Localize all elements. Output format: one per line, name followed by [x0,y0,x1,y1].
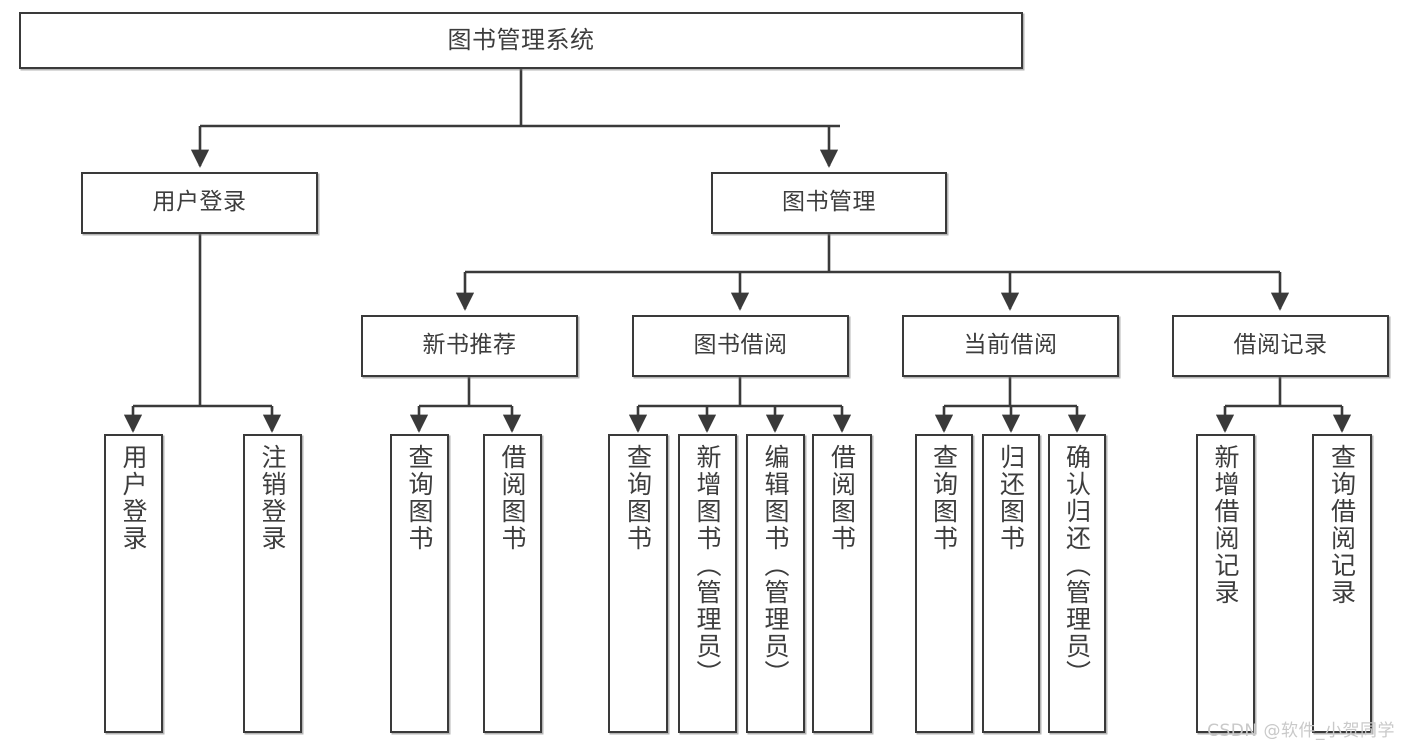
leaf-borrow-add-book-admin[interactable]: 新增图书（管理员） [678,434,737,733]
node-label: 查询图书 [623,444,653,552]
node-system-root[interactable]: 图书管理系统 [19,12,1023,69]
leaf-borrow-borrow-book[interactable]: 借阅图书 [812,434,872,733]
node-label: 新书推荐 [422,332,517,359]
node-label: 图书管理系统 [447,26,595,55]
node-label: 新增图书（管理员） [693,444,722,687]
node-label: 借阅记录 [1233,332,1328,359]
node-label: 用户登录 [119,444,148,552]
leaf-borrow-edit-book-admin[interactable]: 编辑图书（管理员） [746,434,805,733]
node-label: 借阅图书 [498,444,527,552]
node-book-borrow[interactable]: 图书借阅 [632,315,849,377]
node-label: 查询图书 [929,444,959,552]
leaf-borrow-query-book[interactable]: 查询图书 [608,434,668,733]
leaf-recommend-borrow-book[interactable]: 借阅图书 [483,434,542,733]
node-label: 借阅图书 [827,444,857,552]
node-label: 归还图书 [996,444,1026,552]
node-new-book-recommend[interactable]: 新书推荐 [361,315,578,377]
leaf-user-login-signout[interactable]: 注销登录 [243,434,302,733]
node-label: 图书管理 [782,189,876,216]
node-borrow-record[interactable]: 借阅记录 [1172,315,1389,377]
node-label: 查询借阅记录 [1327,444,1357,606]
node-label: 图书借阅 [693,332,788,359]
leaf-user-login-signin[interactable]: 用户登录 [104,434,163,733]
leaf-current-confirm-return-admin[interactable]: 确认归还（管理员） [1048,434,1106,733]
leaf-recommend-query-book[interactable]: 查询图书 [390,434,449,733]
leaf-current-return-book[interactable]: 归还图书 [982,434,1040,733]
node-label: 编辑图书（管理员） [761,444,790,687]
node-label: 查询图书 [405,444,434,552]
node-label: 当前借阅 [963,332,1058,359]
leaf-record-query-record[interactable]: 查询借阅记录 [1312,434,1372,733]
node-label: 注销登录 [258,444,287,552]
node-label: 新增借阅记录 [1211,444,1240,606]
leaf-record-add-record[interactable]: 新增借阅记录 [1196,434,1255,733]
csdn-watermark: CSDN @软件_小贺同学 [1207,721,1395,741]
node-book-management[interactable]: 图书管理 [711,172,947,234]
leaf-current-query-book[interactable]: 查询图书 [915,434,973,733]
node-user-login[interactable]: 用户登录 [81,172,318,234]
node-current-borrow[interactable]: 当前借阅 [902,315,1119,377]
node-label: 确认归还（管理员） [1062,444,1092,687]
node-label: 用户登录 [152,189,247,216]
